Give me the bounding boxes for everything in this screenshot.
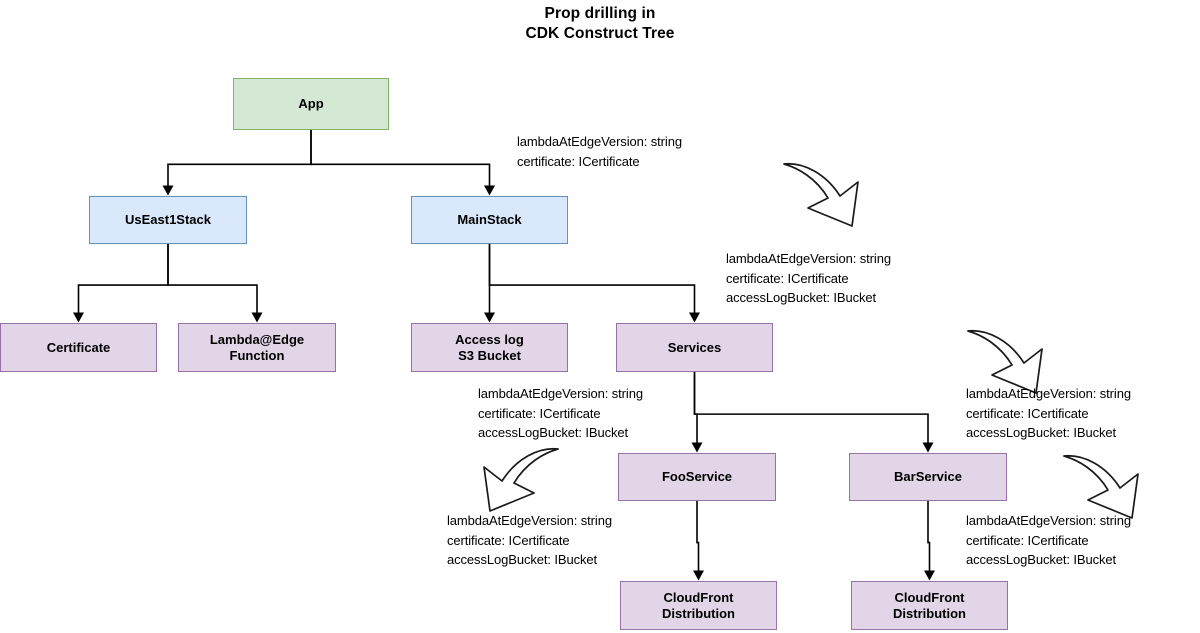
squiggle-arrow-barservice <box>1063 454 1139 519</box>
edge-app-to-mainstack <box>310 130 495 196</box>
arrow-head <box>691 442 703 453</box>
arrow-head <box>484 312 495 323</box>
arrow-head <box>484 185 495 196</box>
node-barservice[interactable]: BarService <box>849 453 1007 501</box>
note-fooservice: lambdaAtEdgeVersion: string certificate:… <box>478 386 643 440</box>
edge-barservice-to-cf-bar <box>924 501 935 581</box>
page-title: Prop drilling in CDK Construct Tree <box>525 5 675 42</box>
edge-useast1stack-to-lambdaedge <box>167 244 263 323</box>
arrow-head <box>922 442 934 453</box>
edge-mainstack-to-services <box>488 244 700 323</box>
arrow-head <box>162 185 174 196</box>
node-certificate[interactable]: Certificate <box>0 323 157 372</box>
node-fooservice[interactable]: FooService <box>618 453 776 501</box>
node-mainstack[interactable]: MainStack <box>411 196 568 244</box>
node-lambdaedge[interactable]: Lambda@Edge Function <box>178 323 336 372</box>
arrow-head <box>251 312 263 323</box>
note-barservice: lambdaAtEdgeVersion: string certificate:… <box>966 386 1131 440</box>
note-cf-foo: lambdaAtEdgeVersion: string certificate:… <box>447 513 612 567</box>
node-app[interactable]: App <box>233 78 389 130</box>
node-cf-bar[interactable]: CloudFront Distribution <box>851 581 1008 630</box>
squiggle-arrow-fooservice <box>483 447 559 512</box>
node-cf-foo[interactable]: CloudFront Distribution <box>620 581 777 630</box>
edge-services-to-barservice <box>693 372 934 453</box>
edge-fooservice-to-cf-foo <box>693 501 704 581</box>
squiggle-arrow-mainstack <box>783 162 859 227</box>
squiggle-arrow-services <box>967 329 1043 394</box>
arrow-head <box>693 570 704 581</box>
node-useast1stack[interactable]: UsEast1Stack <box>89 196 247 244</box>
node-accesslog[interactable]: Access log S3 Bucket <box>411 323 568 372</box>
arrow-head <box>73 312 84 323</box>
node-services[interactable]: Services <box>616 323 773 372</box>
note-services: lambdaAtEdgeVersion: string certificate:… <box>726 251 891 305</box>
arrow-head <box>924 570 935 581</box>
arrow-head <box>689 312 700 323</box>
note-cf-bar: lambdaAtEdgeVersion: string certificate:… <box>966 513 1131 567</box>
note-mainstack: lambdaAtEdgeVersion: string certificate:… <box>517 134 682 169</box>
